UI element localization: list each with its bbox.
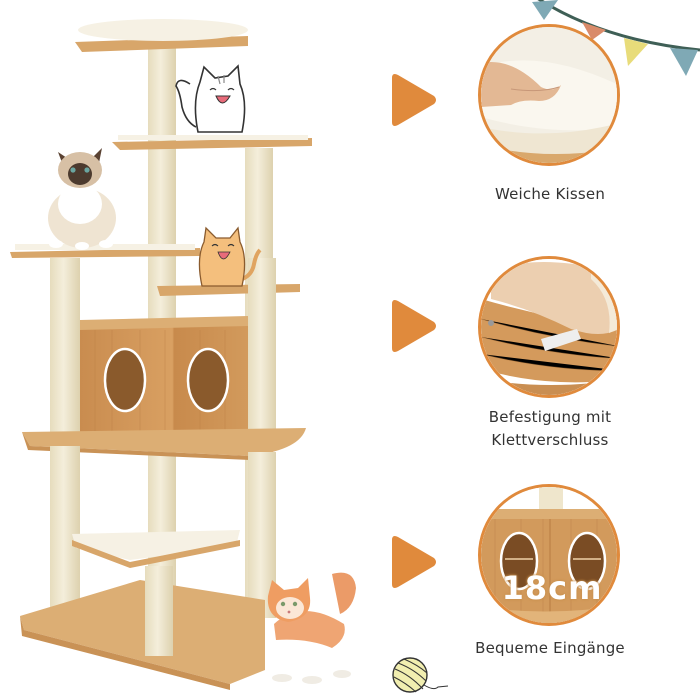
caption-line: Klettverschluss <box>491 431 609 449</box>
yarn-ball-icon <box>390 655 450 697</box>
feature-velcro-fastening: Befestigung mit Klettverschluss <box>380 250 700 460</box>
bunting-decoration <box>530 0 700 80</box>
orange-fluffy-cat <box>262 568 362 686</box>
feature-caption: Bequeme Eingänge <box>460 637 640 660</box>
velcro-fastening-image <box>478 256 620 398</box>
condo-entrances-image: 18cm <box>478 484 620 626</box>
caption-line: Bequeme Eingänge <box>475 639 625 657</box>
feature-caption: Weiche Kissen <box>470 183 630 206</box>
play-arrow-icon <box>388 534 438 590</box>
cat-tree-illustration <box>10 19 362 690</box>
caption-line: Weiche Kissen <box>494 185 606 203</box>
play-arrow-icon <box>388 72 438 128</box>
feature-soft-cushion: Weiche Kissen <box>380 20 700 220</box>
feature-caption: Befestigung mit Klettverschluss <box>470 406 630 452</box>
siamese-cat <box>42 142 122 250</box>
soft-cushion-image <box>478 24 620 166</box>
dimension-label: 18cm <box>501 569 603 607</box>
caption-line: Befestigung mit <box>488 408 612 426</box>
cartoon-orange-cat <box>196 224 262 290</box>
cartoon-white-cat <box>170 62 250 137</box>
play-arrow-icon <box>388 298 438 354</box>
cat-tree-drawing <box>10 19 312 690</box>
feature-comfortable-entrances: 18cm Bequeme Eingänge <box>380 480 700 670</box>
